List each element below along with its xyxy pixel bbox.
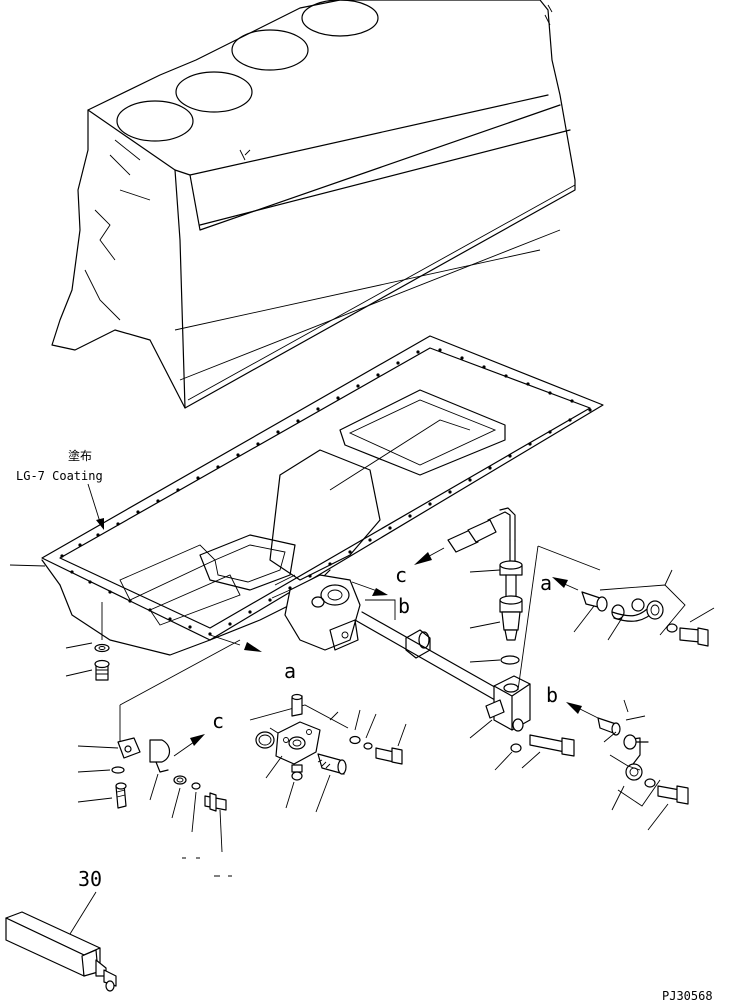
flange-bolt-holes [60,348,592,636]
ref-b-right-label: b [546,683,558,707]
ref-a-left: a [209,634,296,683]
coating-callout: 塗布 LG-7 Coating [9,448,104,567]
ref-b-housing-label: b [398,594,410,618]
clamp-group: c [77,639,241,877]
lower-pipe: b [546,683,689,831]
drawing-id: PJ30568 [662,989,713,1003]
ref-b-housing: b [351,581,410,620]
engine-block [51,0,576,409]
ref-c-left-label: c [212,709,224,733]
oil-pipe [354,611,501,701]
junction-bolt [521,734,575,769]
oil-pan [41,335,604,656]
coating-label-jp: 塗布 [68,448,92,463]
upper-pipe [573,569,715,647]
sensor-connector: c [395,507,516,587]
junction-block [469,675,531,771]
ref-a-right: a [517,545,601,691]
oil-pressure-sender [469,539,523,665]
ref-a-right-label: a [540,571,552,595]
part-30-label: 30 [78,867,102,891]
ref-c-right-label: c [395,563,407,587]
bracket-assembly [249,693,407,813]
tool-30: 30 [5,867,117,992]
ref-a-left-label: a [284,659,296,683]
coating-label-en: LG-7 Coating [16,469,103,483]
pan-bolt-group [65,602,110,681]
